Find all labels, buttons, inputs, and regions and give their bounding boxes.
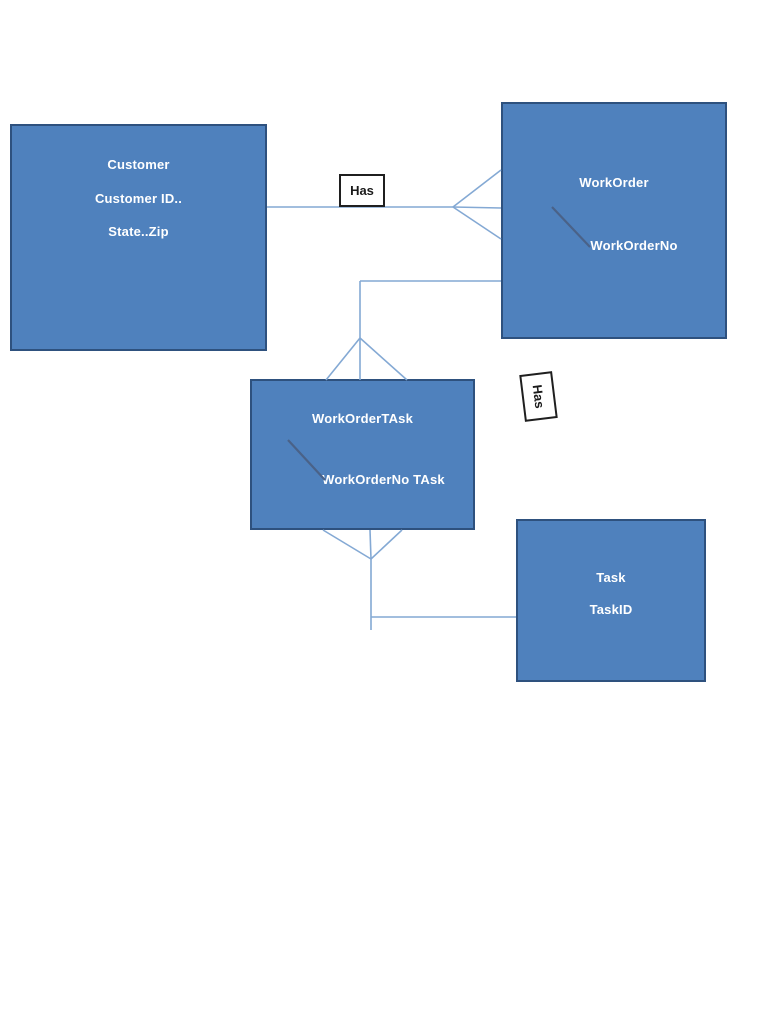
crows-foot-workordertask-bottom-mid-icon bbox=[369, 529, 372, 560]
relationship-label-has-rotated: Has bbox=[519, 371, 558, 422]
crows-foot-workordertask-right-icon bbox=[359, 337, 408, 381]
entity-title: Task bbox=[596, 570, 626, 585]
crows-foot-workordertask-bottom-right-icon bbox=[370, 529, 403, 560]
entity-workorder: WorkOrder WorkOrderNo bbox=[501, 102, 727, 339]
crows-foot-workorder-bottom-icon bbox=[452, 206, 502, 240]
entity-attribute: WorkOrderNo TAsk bbox=[322, 472, 445, 487]
entity-attribute: WorkOrderNo bbox=[590, 238, 678, 253]
entity-attribute: TaskID bbox=[589, 602, 633, 617]
entity-attribute: State..Zip bbox=[108, 224, 169, 239]
entity-title: Customer bbox=[107, 157, 170, 172]
entity-workordertask: WorkOrderTAsk WorkOrderNo TAsk bbox=[250, 379, 475, 530]
crows-foot-workordertask-left-icon bbox=[325, 337, 361, 381]
relationship-label-text: Has bbox=[529, 383, 548, 410]
entity-attribute: Customer ID.. bbox=[94, 191, 183, 206]
relationship-label-has: Has bbox=[339, 174, 385, 207]
entity-customer: Customer Customer ID.. State..Zip bbox=[10, 124, 267, 351]
crows-foot-workorder-mid-icon bbox=[452, 206, 502, 209]
relationship-label-text: Has bbox=[350, 183, 374, 198]
crows-foot-workorder-top-icon bbox=[452, 169, 502, 208]
crows-foot-workordertask-bottom-left-icon bbox=[322, 529, 372, 560]
entity-title: WorkOrder bbox=[579, 175, 649, 190]
entity-task: Task TaskID bbox=[516, 519, 706, 682]
entity-title: WorkOrderTAsk bbox=[311, 411, 414, 426]
